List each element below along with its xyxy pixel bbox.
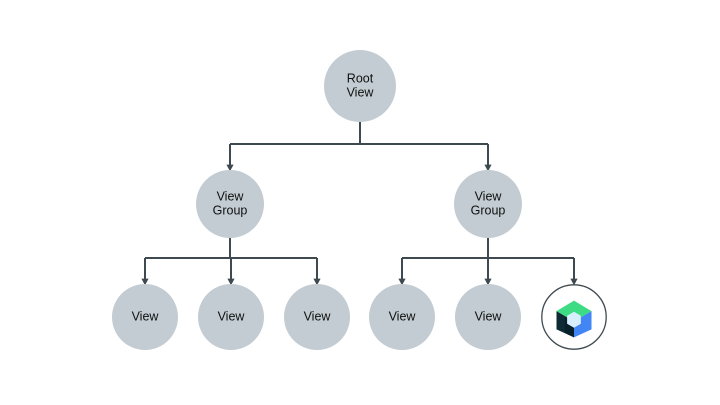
node-leaf-1[interactable]: View <box>112 284 178 350</box>
node-circle <box>112 284 178 350</box>
jetpack-compose-icon <box>556 300 592 338</box>
connector-bus-root <box>226 122 492 172</box>
node-leaf-2[interactable]: View <box>198 284 264 350</box>
connector-bus-left <box>141 238 321 286</box>
node-circle <box>324 50 396 122</box>
node-circle <box>284 284 350 350</box>
edges-layer <box>141 122 578 286</box>
node-circle <box>455 284 521 350</box>
connector-bus-right <box>398 238 578 286</box>
node-circle <box>196 170 264 238</box>
node-leaf-5[interactable]: View <box>455 284 521 350</box>
node-circle <box>454 170 522 238</box>
node-leaf-compose[interactable] <box>541 284 607 350</box>
node-circle <box>198 284 264 350</box>
node-leaf-3[interactable]: View <box>284 284 350 350</box>
node-leaf-4[interactable]: View <box>369 284 435 350</box>
node-circle <box>369 284 435 350</box>
